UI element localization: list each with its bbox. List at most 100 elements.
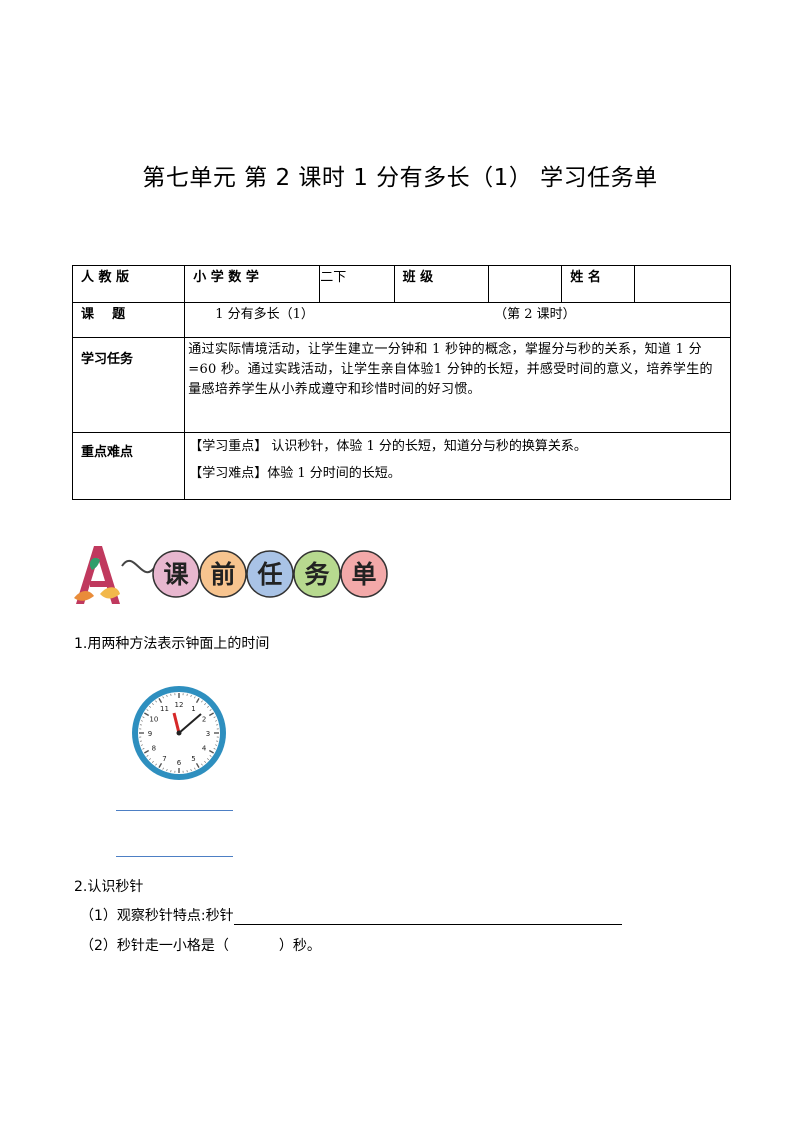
clock-number: 9: [148, 730, 152, 738]
minute-hand: [178, 713, 202, 734]
clock-tick: [207, 706, 209, 708]
clock-ticks: [139, 693, 219, 773]
clock-number: 1: [191, 705, 195, 713]
clock-tick: [201, 763, 203, 766]
letter-a-logo: [74, 546, 120, 604]
clock-number: 6: [177, 759, 182, 767]
clock-number: 7: [162, 755, 166, 763]
clock-tick: [209, 755, 212, 757]
edition-label: 人 教 版: [71, 265, 186, 303]
clock-tick: [155, 700, 157, 703]
clock-tick: [166, 769, 168, 772]
clock-number: 5: [191, 755, 195, 763]
question-2-2: （2）秒针走一小格是（ ）秒。: [80, 935, 321, 955]
clock-tick: [155, 763, 157, 766]
clock-center: [176, 730, 182, 736]
clock-tick: [215, 744, 218, 746]
clock-tick: [149, 758, 151, 760]
clock-tick: [144, 712, 150, 717]
topic-row: 课 题 1 分有多长（1） （第 2 课时）: [71, 302, 731, 338]
clock-tick: [158, 762, 163, 768]
hour-hand: [172, 712, 181, 734]
clock-tick: [208, 712, 214, 717]
clock-tick: [201, 700, 203, 703]
clock-tick: [144, 749, 150, 754]
info-table: 人 教 版 小 学 数 学 二下 班 级 姓 名 课 题 1 分有多长（1） （…: [71, 265, 732, 500]
clock-tick: [190, 769, 192, 772]
clock-number: 2: [202, 716, 206, 724]
banner-circle: [340, 550, 388, 598]
answer-line-1[interactable]: [116, 810, 233, 811]
clock-tick: [213, 748, 216, 750]
banner-circle: [293, 550, 341, 598]
task-label: 学习任务: [71, 337, 186, 433]
banner-char: 务: [304, 560, 329, 589]
key-label: 重点难点: [71, 432, 186, 500]
clock-tick: [162, 767, 164, 770]
clock-tick: [204, 703, 206, 705]
clock-tick: [158, 698, 163, 704]
task-row: 学习任务 通过实际情境活动，让学生建立一分钟和 1 秒钟的概念，掌握分与秒的关系…: [71, 337, 731, 433]
topic-course: 1 分有多长（1）: [215, 307, 314, 322]
clock-tick: [213, 716, 216, 718]
key-point: 【学习重点】 认识秒针，体验 1 分的长短，知道分与秒的换算关系。: [189, 439, 587, 454]
clock-tick: [195, 698, 200, 704]
name-field[interactable]: [633, 265, 732, 303]
clock-number: 10: [149, 716, 158, 724]
clock-tick: [162, 696, 164, 699]
topic-period: （第 2 课时）: [494, 307, 576, 322]
clock-tick: [149, 706, 151, 708]
banner-circle: [199, 550, 247, 598]
clock-number: 3: [206, 730, 210, 738]
clock-tick: [204, 761, 206, 763]
subject-cell: 小 学 数 学: [184, 265, 321, 303]
banner-circles: 课前任务单: [152, 550, 388, 598]
clock-tick: [194, 767, 196, 770]
clock-tick: [208, 749, 214, 754]
question-1: 1.用两种方法表示钟面上的时间: [74, 636, 270, 652]
clock-number: 12: [175, 701, 184, 709]
clock-tick: [190, 694, 192, 697]
clock-tick: [146, 709, 149, 711]
header-row: 人 教 版 小 学 数 学 二下 班 级 姓 名: [71, 265, 732, 303]
clock-tick: [152, 703, 154, 705]
clock-tick: [142, 716, 145, 718]
class-label: 班 级: [393, 265, 489, 303]
question-2: 2.认识秒针: [74, 879, 144, 895]
clock-tick: [142, 748, 145, 750]
banner-char: 课: [163, 560, 189, 589]
question-2-1-blank[interactable]: [233, 909, 622, 925]
clock-number: 8: [152, 745, 156, 753]
difficult-point: 【学习难点】体验 1 分时间的长短。: [189, 466, 401, 481]
clock-number: 4: [202, 745, 207, 753]
clock-tick: [152, 761, 154, 763]
topic-cell: 1 分有多长（1） （第 2 课时）: [184, 302, 731, 338]
task-text: 通过实际情境活动，让学生建立一分钟和 1 秒钟的概念，掌握分与秒的关系，知道 1…: [184, 337, 731, 433]
key-row: 重点难点 【学习重点】 认识秒针，体验 1 分的长短，知道分与秒的换算关系。 【…: [71, 432, 731, 500]
banner-char: 单: [351, 560, 376, 589]
topic-label: 课 题: [71, 302, 186, 338]
pre-class-task-banner: 课前任务单: [74, 546, 388, 604]
banner-circle: [152, 550, 200, 598]
question-2-1: （1）观察秒针特点:秒针: [80, 905, 622, 925]
clock-number: 11: [160, 705, 169, 713]
answer-line-2[interactable]: [116, 856, 233, 857]
banner-string: [121, 559, 155, 574]
question-2-2-suffix: ）秒。: [278, 938, 321, 954]
clock-tick: [207, 758, 209, 760]
key-cell: 【学习重点】 认识秒针，体验 1 分的长短，知道分与秒的换算关系。 【学习难点】…: [184, 432, 731, 500]
class-field[interactable]: [487, 265, 563, 303]
name-label: 姓 名: [561, 265, 635, 303]
grade-cell: 二下: [319, 265, 395, 303]
banner-char: 任: [256, 560, 282, 589]
clock-tick: [209, 709, 212, 711]
clock-tick: [140, 744, 143, 746]
question-2-1-text: （1）观察秒针特点:秒针: [80, 908, 234, 924]
banner-char: 前: [210, 560, 235, 589]
question-2-2-prefix: （2）秒针走一小格是（: [80, 938, 229, 954]
banner-circle: [246, 550, 294, 598]
clock-tick: [166, 694, 168, 697]
clock-tick: [195, 762, 200, 768]
